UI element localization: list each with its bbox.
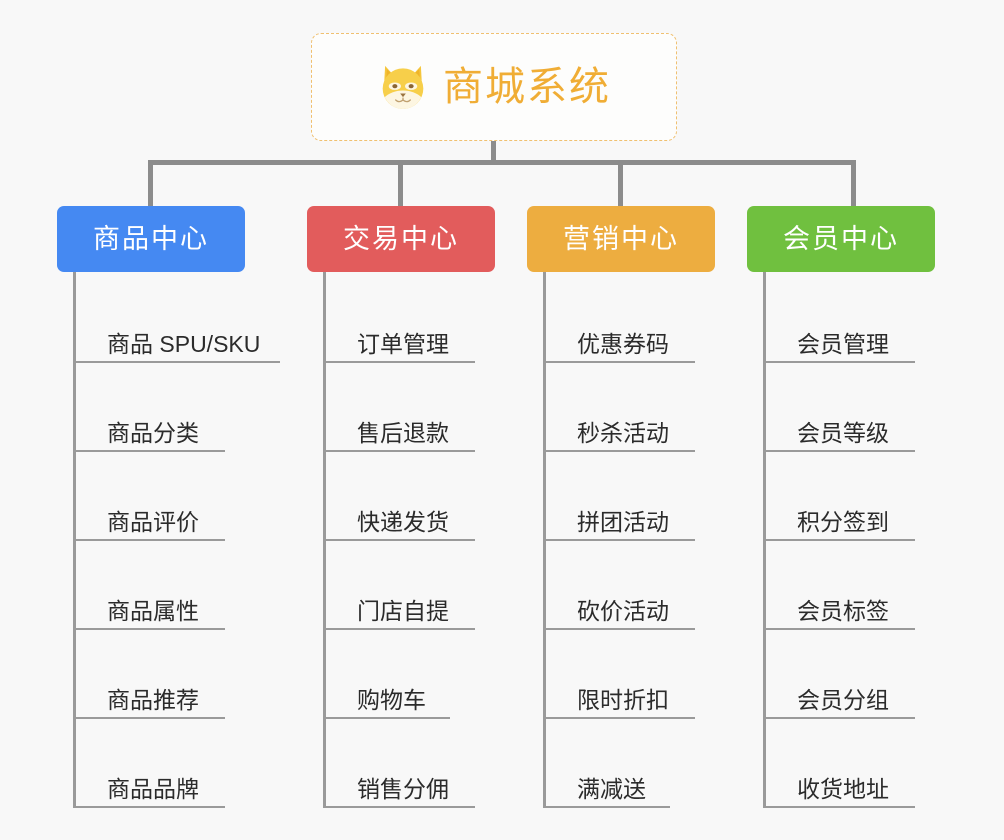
leaf-underline xyxy=(73,361,280,363)
leaf-label: 商品品牌 xyxy=(107,776,199,802)
leaf-label: 会员标签 xyxy=(797,598,889,624)
category-label: 交易中心 xyxy=(343,223,459,254)
leaf-underline xyxy=(763,806,915,808)
category-box-2[interactable]: 交易中心 xyxy=(307,206,495,272)
leaf-underline xyxy=(323,450,475,452)
connector-drop-3 xyxy=(618,160,623,206)
connector-drop-4 xyxy=(851,160,856,206)
leaf-underline xyxy=(543,717,695,719)
category-label: 营销中心 xyxy=(563,223,679,254)
leaf-label: 门店自提 xyxy=(357,598,449,624)
leaf-underline xyxy=(543,539,695,541)
leaf-label: 优惠券码 xyxy=(577,331,669,357)
leaf-underline xyxy=(73,806,225,808)
root-node[interactable]: 商城系统 xyxy=(311,33,677,141)
category-box-4[interactable]: 会员中心 xyxy=(747,206,935,272)
leaf-underline xyxy=(763,539,915,541)
leaf-underline xyxy=(543,361,695,363)
leaf-label: 订单管理 xyxy=(357,331,449,357)
leaf-label: 商品评价 xyxy=(107,509,199,535)
leaf-label: 秒杀活动 xyxy=(577,420,669,446)
root-title: 商城系统 xyxy=(443,65,611,109)
leaf-label: 限时折扣 xyxy=(577,687,669,713)
leaf-label: 拼团活动 xyxy=(577,509,669,535)
leaf-label: 会员管理 xyxy=(797,331,889,357)
leaf-underline xyxy=(543,628,695,630)
leaf-underline xyxy=(323,361,475,363)
leaf-underline xyxy=(763,361,915,363)
leaf-underline xyxy=(323,539,475,541)
category-label: 商品中心 xyxy=(93,223,209,254)
leaf-label: 购物车 xyxy=(357,687,426,713)
shiba-dog-icon xyxy=(382,65,424,109)
leaf-underline xyxy=(323,717,450,719)
leaf-label: 会员等级 xyxy=(797,420,889,446)
leaf-label: 会员分组 xyxy=(797,687,889,713)
leaf-underline xyxy=(73,717,225,719)
connector-drop-1 xyxy=(148,160,153,206)
category-box-1[interactable]: 商品中心 xyxy=(57,206,245,272)
leaf-label: 商品分类 xyxy=(107,420,199,446)
leaf-label: 积分签到 xyxy=(797,509,889,535)
connector-horizontal-bar xyxy=(148,160,856,165)
category-box-3[interactable]: 营销中心 xyxy=(527,206,715,272)
leaf-label: 收货地址 xyxy=(797,776,889,802)
leaf-underline xyxy=(763,628,915,630)
leaf-underline xyxy=(73,628,225,630)
leaf-label: 快递发货 xyxy=(357,509,449,535)
leaf-label: 满减送 xyxy=(577,776,646,802)
leaf-label: 商品属性 xyxy=(107,598,199,624)
leaf-underline xyxy=(323,806,475,808)
leaf-underline xyxy=(73,539,225,541)
leaf-label: 商品 SPU/SKU xyxy=(107,331,261,357)
leaf-underline xyxy=(323,628,475,630)
leaf-label: 砍价活动 xyxy=(577,598,669,624)
leaf-label: 销售分佣 xyxy=(357,776,449,802)
leaf-underline xyxy=(73,450,225,452)
leaf-underline xyxy=(543,806,670,808)
category-label: 会员中心 xyxy=(783,223,899,254)
leaf-underline xyxy=(763,450,915,452)
connector-drop-2 xyxy=(398,160,403,206)
leaf-label: 商品推荐 xyxy=(107,687,199,713)
leaf-underline xyxy=(543,450,695,452)
leaf-label: 售后退款 xyxy=(357,420,449,446)
leaf-underline xyxy=(763,717,915,719)
connector-stem xyxy=(491,141,496,163)
